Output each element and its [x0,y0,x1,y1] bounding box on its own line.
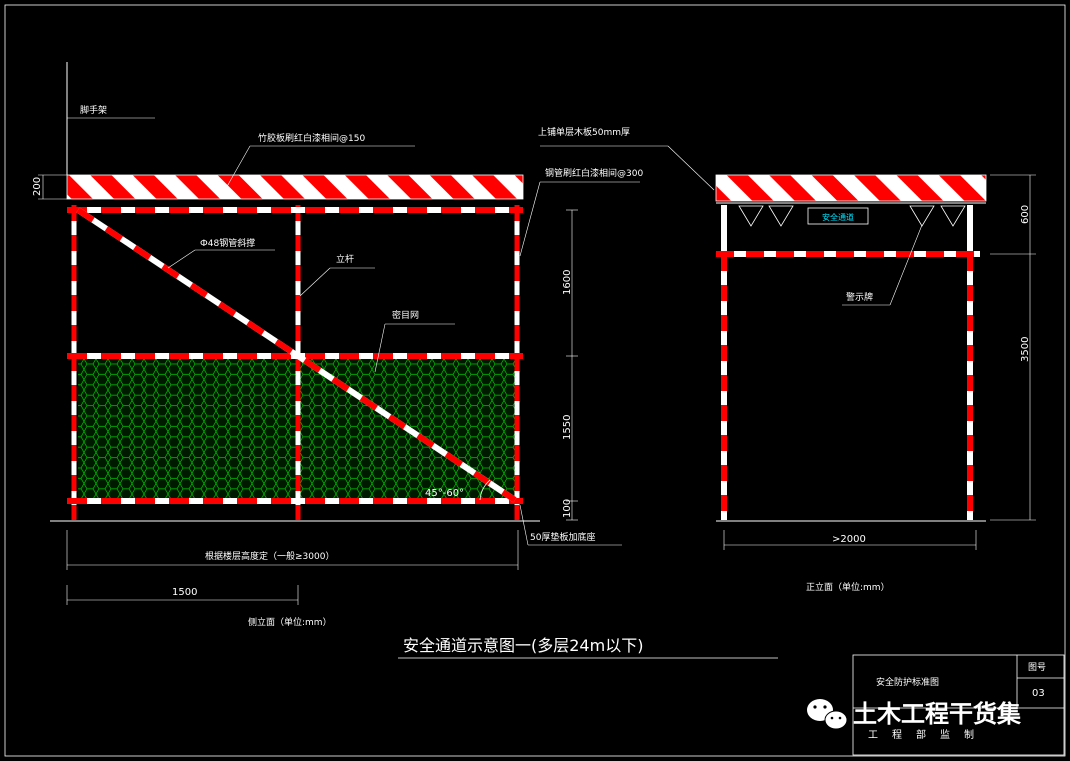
width-note: 根据楼层高度定（一般≥3000） [205,550,334,562]
wechat-icon [807,699,848,730]
warning-sign-label: 警示牌 [846,291,873,303]
dim-600: 600 [1020,205,1031,224]
sheet-border [4,4,1066,757]
title-block-name: 安全防护标准图 [876,676,939,688]
dim-1550: 1550 [562,415,573,440]
mesh-label: 密目网 [392,309,419,321]
drawing-no-label: 图号 [1028,662,1046,673]
title-block-dept: 工程部监制 [868,728,988,741]
side-view-caption: 侧立面（单位:mm） [248,616,332,628]
angle-label: 45°-60° [425,488,464,499]
side-elevation: 脚手架 [32,62,643,628]
front-view-caption: 正立面（单位:mm） [806,581,890,593]
base-board-label: 50厚垫板加底座 [530,531,595,543]
sign-text: 安全通道 [822,212,854,222]
dim-3500: 3500 [1020,337,1031,362]
roof-board-hatch [66,174,524,200]
watermark-text: 土木工程干货集 [853,700,1022,728]
dim-1600: 1600 [562,270,573,295]
steel-pipe-label: 钢管刷红白漆相间@300 [545,167,643,179]
drawing-title: 安全通道示意图一(多层24m以下) [403,636,643,655]
front-elevation: 安全通道 上铺单层木板50mm厚 警示牌 600 3500 [538,126,1036,593]
post-label: 立杆 [336,253,354,265]
dim-100: 100 [562,499,573,518]
front-roof-hatch [715,174,987,202]
watermark: 土木工程干货集 [807,699,1022,730]
dim-2000: >2000 [832,534,866,545]
safety-passage-sign [807,207,869,225]
brace-label: Ф48钢管斜撑 [200,237,255,249]
top-plank-label: 上铺单层木板50mm厚 [538,126,630,138]
drawing-no: 03 [1032,688,1045,699]
scaffold-label: 脚手架 [80,104,107,116]
dim-1500: 1500 [172,587,197,598]
dim-200: 200 [32,177,43,196]
roof-board-label: 竹胶板刷红白漆相间@150 [258,132,365,144]
title-block: 安全防护标准图 图号 03 工程部监制 [852,654,1065,756]
